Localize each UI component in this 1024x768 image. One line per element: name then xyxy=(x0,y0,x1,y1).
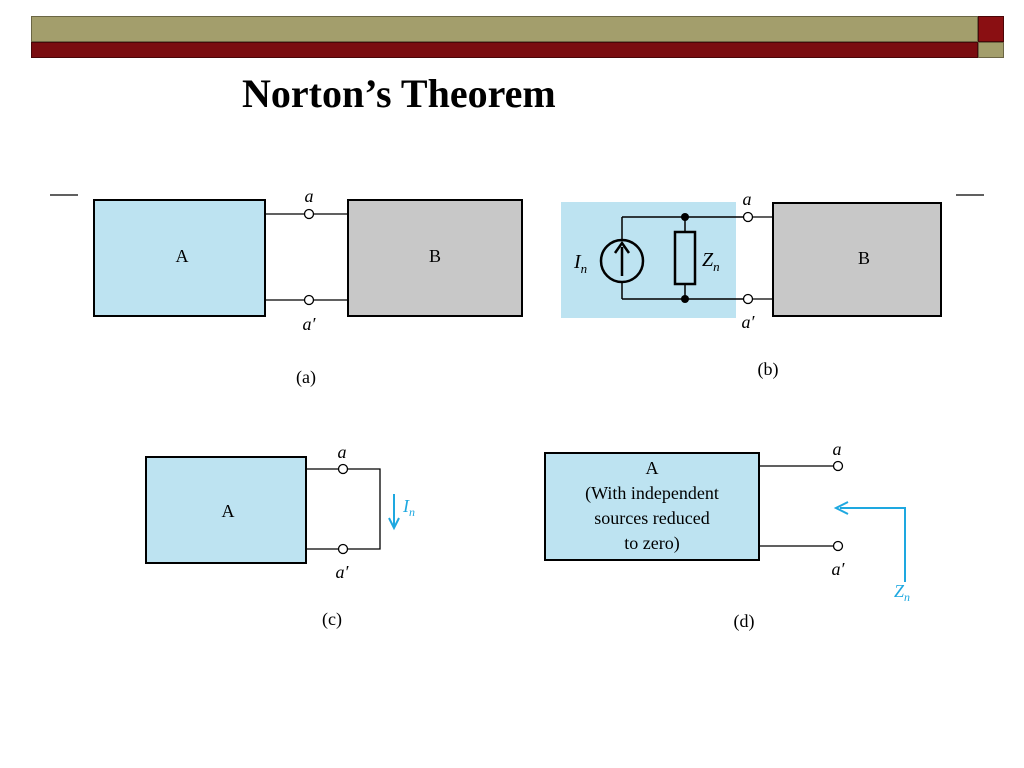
panel-d: A (With independent sources reduced to z… xyxy=(544,439,910,632)
terminal-a-prime xyxy=(303,294,315,306)
terminal-a-prime xyxy=(742,293,754,305)
terminal-a-prime xyxy=(337,543,349,555)
panel-c: A a a′ In (c) xyxy=(145,442,415,630)
network-a-box xyxy=(93,199,266,317)
network-a-box xyxy=(145,456,307,564)
network-b-label: B xyxy=(858,248,870,268)
caption-c: (c) xyxy=(322,609,342,630)
terminal-a-prime-label: a′ xyxy=(303,314,317,334)
header-bar-olive xyxy=(31,16,978,42)
terminal-a-prime-label: a′ xyxy=(742,312,756,332)
impedance-label: Zn xyxy=(702,249,720,274)
source-label: In xyxy=(573,251,587,276)
deactivated-network-line-4: to zero) xyxy=(624,533,679,554)
header-square-maroon xyxy=(978,16,1004,42)
network-b-box xyxy=(347,199,523,317)
terminal-a-prime-label: a′ xyxy=(832,559,846,579)
network-b-label: B xyxy=(429,246,441,266)
terminal-a xyxy=(303,208,315,220)
deactivated-network-line-1: A xyxy=(646,458,659,478)
network-b-box xyxy=(772,202,942,317)
panel-a: A B a a′ (a) xyxy=(93,186,523,388)
looking-in-impedance-label: Zn xyxy=(894,581,910,604)
impedance-resistor xyxy=(673,230,697,286)
looking-in-impedance-arrow xyxy=(840,507,906,582)
terminal-a-prime-label: a′ xyxy=(336,562,350,582)
caption-a: (a) xyxy=(296,367,316,388)
caption-d: (d) xyxy=(734,611,755,632)
deactivated-network-box xyxy=(544,452,760,561)
terminal-a-label: a xyxy=(833,439,842,459)
terminal-a xyxy=(742,211,754,223)
network-a-label: A xyxy=(222,501,235,521)
terminal-a-prime xyxy=(832,540,844,552)
header-square-olive xyxy=(978,42,1004,58)
terminal-a xyxy=(337,463,349,475)
short-circuit-current-label: In xyxy=(402,496,415,519)
terminal-a-label: a xyxy=(305,186,314,206)
caption-b: (b) xyxy=(758,359,779,380)
terminal-a-label: a xyxy=(743,189,752,209)
header-bar-maroon xyxy=(31,42,978,58)
junction-dot xyxy=(681,295,689,303)
deactivated-network-line-3: sources reduced xyxy=(594,508,709,528)
panel-b: In Zn a a′ B (b) xyxy=(561,189,942,380)
junction-dot xyxy=(681,213,689,221)
network-a-label: A xyxy=(176,246,189,266)
deactivated-network-line-2: (With independent xyxy=(585,483,719,504)
terminal-a xyxy=(832,460,844,472)
short-circuit-current-arrowhead xyxy=(388,517,400,531)
current-source-arrow-head xyxy=(613,240,631,254)
short-circuit-wire xyxy=(348,468,381,550)
looking-in-impedance-arrowhead xyxy=(833,501,849,515)
terminal-a-label: a xyxy=(338,442,347,462)
slide-title: Norton’s Theorem xyxy=(242,71,556,116)
